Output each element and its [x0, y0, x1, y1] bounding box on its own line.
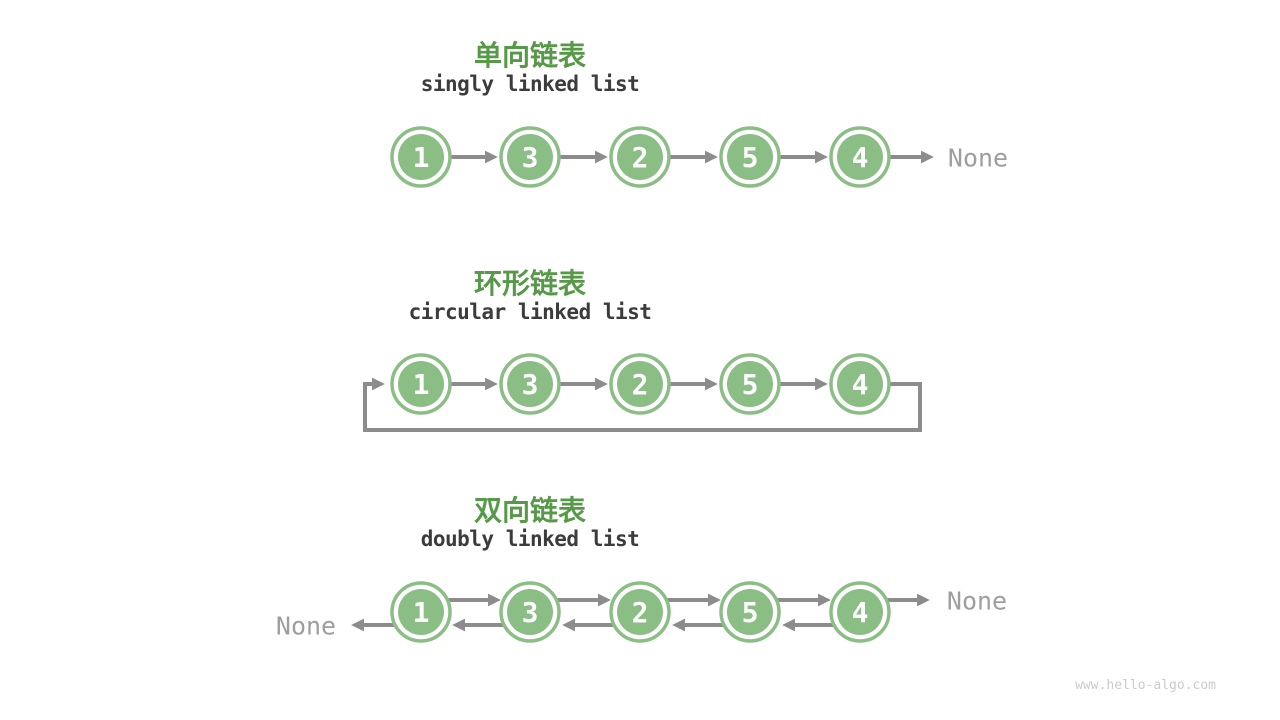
node-circle	[609, 126, 671, 188]
node-circle	[507, 361, 553, 407]
node-value: 4	[852, 141, 869, 174]
node-value: 2	[632, 596, 649, 629]
node-circle	[617, 361, 663, 407]
node-circle	[727, 134, 773, 180]
node-circle	[829, 353, 891, 415]
node-circle	[829, 126, 891, 188]
none-label-singly-tail: None	[947, 143, 1009, 173]
doubly-linked-list-row: 1 3 2 5 4	[351, 581, 930, 643]
node-circle	[398, 589, 444, 635]
node-circle	[837, 134, 883, 180]
node-circle	[398, 361, 444, 407]
node-circle	[398, 134, 444, 180]
node-value: 2	[632, 368, 649, 401]
node-circle	[837, 589, 883, 635]
node-circle	[609, 581, 671, 643]
node-value: 4	[852, 368, 869, 401]
section-title-circular: 环形链表	[473, 267, 587, 300]
node-circle	[390, 353, 452, 415]
node-circle	[507, 134, 553, 180]
none-label-doubly-head: None	[275, 611, 337, 641]
node-circle	[507, 589, 553, 635]
node-circle	[719, 581, 781, 643]
node-value: 1	[413, 368, 430, 401]
node-circle	[609, 353, 671, 415]
section-title-singly: 单向链表	[473, 39, 587, 72]
node-circle	[499, 353, 561, 415]
node-circle	[727, 589, 773, 635]
node-value: 1	[413, 596, 430, 629]
node-circle	[829, 581, 891, 643]
node-circle	[617, 134, 663, 180]
circular-linked-list-row: 1 3 2 5 4	[363, 353, 922, 432]
node-value: 1	[413, 141, 430, 174]
singly-linked-list-row: 1 3 2 5 4	[390, 126, 934, 188]
node-circle	[499, 126, 561, 188]
node-circle	[499, 581, 561, 643]
node-value: 5	[742, 596, 759, 629]
node-value: 3	[522, 141, 539, 174]
section-title-doubly: 双向链表	[473, 494, 587, 527]
node-circle	[719, 126, 781, 188]
watermark-url: www.hello-algo.com	[1075, 678, 1216, 693]
node-circle	[727, 361, 773, 407]
node-value: 5	[742, 141, 759, 174]
node-value: 3	[522, 596, 539, 629]
node-value: 3	[522, 368, 539, 401]
node-circle	[617, 589, 663, 635]
none-label-doubly-tail: None	[946, 586, 1008, 616]
node-value: 2	[632, 141, 649, 174]
section-subtitle-circular: circular linked list	[408, 300, 652, 324]
node-circle	[390, 581, 452, 643]
section-subtitle-doubly: doubly linked list	[420, 527, 640, 551]
section-subtitle-singly: singly linked list	[420, 72, 640, 96]
loop-back-arrow	[363, 377, 922, 432]
node-circle	[390, 126, 452, 188]
node-value: 5	[742, 368, 759, 401]
node-circle	[719, 353, 781, 415]
node-value: 4	[852, 596, 869, 629]
node-circle	[837, 361, 883, 407]
